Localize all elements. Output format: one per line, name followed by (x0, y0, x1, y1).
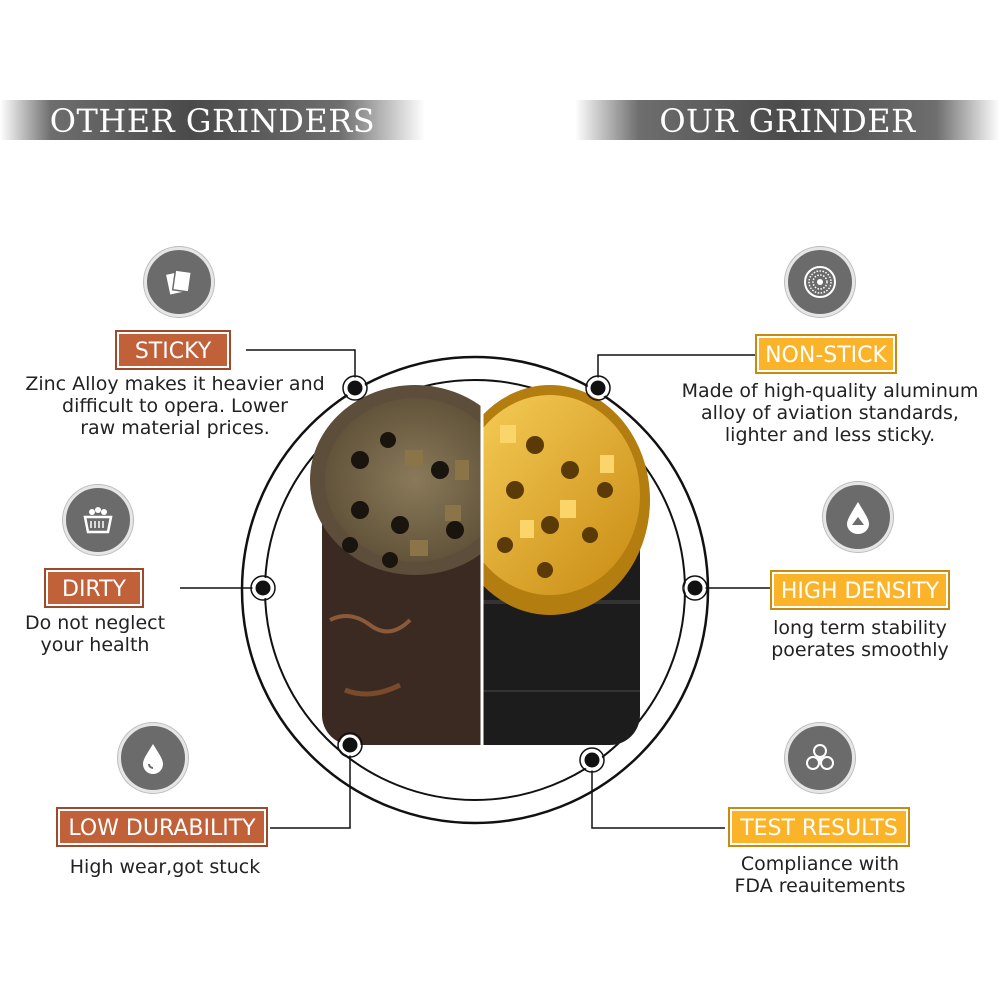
desc-line: Made of high-quality aluminum (681, 380, 979, 402)
high-density-description: long term stability poerates smoothly (745, 617, 975, 661)
desc-line: Do not neglect (24, 612, 166, 634)
sticky-label: STICKY (115, 330, 231, 370)
our-grinder-title: OUR GRINDER (659, 102, 916, 140)
desc-line: alloy of aviation standards, (701, 402, 959, 424)
desc-line: Compliance with (740, 853, 900, 875)
test-results-label: TEST RESULTS (728, 807, 910, 847)
our-grinder-banner: OUR GRINDER (575, 100, 1000, 140)
desc-line: your health (40, 634, 150, 656)
sticky-dot (344, 377, 366, 399)
sticky-note-icon (144, 247, 214, 317)
our-grinder-half (482, 385, 650, 745)
other-grinder-half (310, 385, 482, 745)
test-results-connector (591, 760, 725, 829)
non-stick-description: Made of high-quality aluminum alloy of a… (660, 380, 1000, 446)
ring-dots (252, 377, 706, 771)
desc-line: long term stability (773, 617, 947, 639)
mesh-disc-icon (785, 247, 855, 317)
desc-line: raw material prices. (80, 417, 270, 439)
sticky-description: Zinc Alloy makes it heavier and difficul… (0, 373, 350, 439)
desc-line: lighter and less sticky. (724, 424, 936, 446)
durability-dot (339, 734, 361, 756)
test-results-dot (581, 749, 603, 771)
other-grinders-banner: OTHER GRINDERS (0, 100, 425, 140)
desc-line: Zinc Alloy makes it heavier and (25, 373, 325, 395)
dirty-label: DIRTY (44, 568, 144, 608)
durability-connector (270, 745, 351, 829)
dirty-description: Do not neglect your health (0, 612, 190, 656)
low-durability-description: High wear,got stuck (40, 856, 290, 878)
dirty-dot (252, 577, 274, 599)
high-density-dot (684, 577, 706, 599)
test-results-description: Compliance with FDA reauitements (705, 853, 935, 897)
non-stick-label: NON-STICK (755, 334, 897, 374)
desc-line: poerates smoothly (771, 639, 949, 661)
basket-icon (63, 485, 133, 555)
high-density-label: HIGH DENSITY (770, 570, 950, 610)
biohazard-icon (785, 723, 855, 793)
desc-line: difficult to opera. Lower (62, 395, 288, 417)
water-drop-icon (118, 723, 188, 793)
non-stick-dot (587, 377, 609, 399)
desc-line: High wear,got stuck (69, 856, 261, 878)
density-drop-icon (823, 482, 893, 552)
desc-line: FDA reauitements (734, 875, 906, 897)
outer-ring (240, 355, 710, 825)
low-durability-label: LOW DURABILITY (56, 807, 268, 847)
non-stick-connector (597, 354, 755, 388)
other-grinders-title: OTHER GRINDERS (49, 102, 376, 140)
